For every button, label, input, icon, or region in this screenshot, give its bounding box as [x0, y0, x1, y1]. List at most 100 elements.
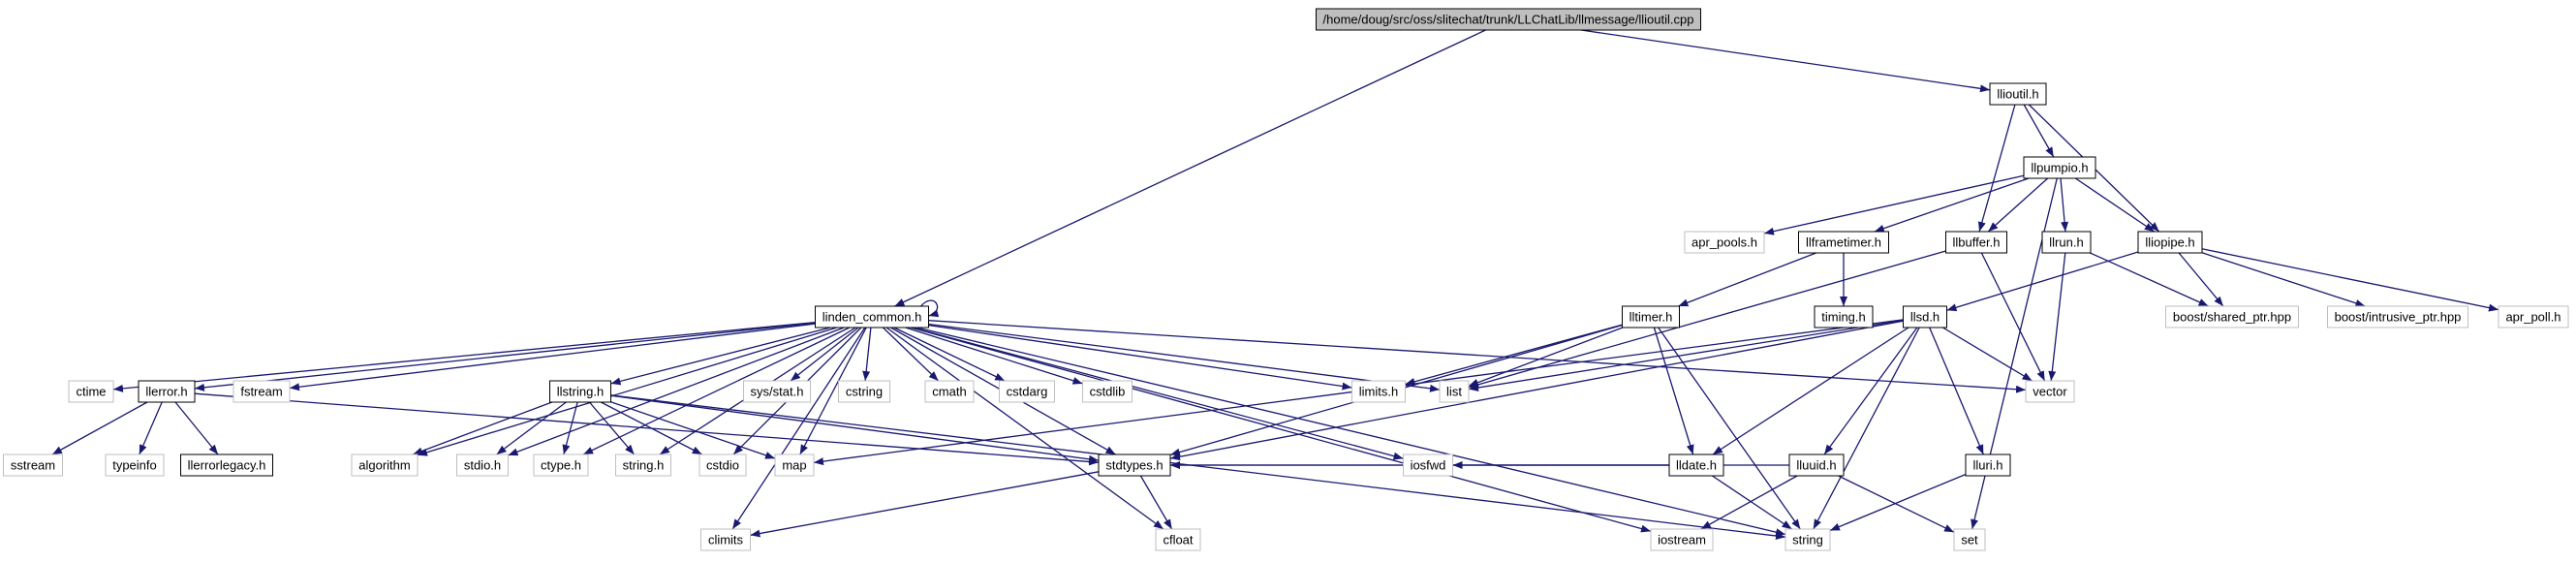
node-llerrorlegacy[interactable]: llerrorlegacy.h — [180, 454, 273, 477]
node-box — [700, 528, 751, 551]
node-stdtypes[interactable]: stdtypes.h — [1098, 454, 1171, 477]
node-sys_stat: sys/stat.h — [743, 380, 811, 403]
node-lluri[interactable]: lluri.h — [1965, 454, 2011, 477]
node-llbuffer[interactable]: llbuffer.h — [1945, 231, 2007, 254]
node-box — [1788, 454, 1845, 477]
node-root[interactable]: /home/doug/src/oss/slitechat/trunk/LLCha… — [1316, 8, 1701, 31]
edge-linden_common-to-fstream — [289, 323, 816, 391]
node-box — [1989, 82, 2047, 106]
edge-llpumpio-to-apr_pools — [1763, 174, 2025, 235]
node-box — [1903, 305, 1947, 328]
node-label: apr_poll.h — [2505, 310, 2560, 325]
node-label: iosfwd — [1411, 458, 1446, 473]
node-list: list — [1439, 380, 1470, 403]
node-lltimer[interactable]: lltimer.h — [1622, 305, 1680, 328]
node-box — [1945, 231, 2007, 254]
node-box — [1684, 231, 1765, 254]
edge-llrun-to-boost_shared — [2090, 252, 2209, 307]
node-label: cfloat — [1163, 533, 1193, 547]
node-label: lliopipe.h — [2145, 235, 2194, 250]
node-vector: vector — [2025, 380, 2075, 403]
node-label: /home/doug/src/oss/slitechat/trunk/LLCha… — [1323, 13, 1694, 27]
node-label: ctime — [76, 385, 106, 399]
node-llioutil[interactable]: llioutil.h — [1989, 82, 2047, 106]
node-label: sstream — [11, 458, 55, 473]
node-box — [1316, 8, 1701, 31]
edge-linden_common-to-list — [928, 323, 1441, 392]
node-box — [105, 454, 165, 477]
node-lliopipe[interactable]: lliopipe.h — [2137, 231, 2203, 254]
node-lldate[interactable]: lldate.h — [1668, 454, 1724, 477]
edge-linden_common-to-cfloat — [885, 327, 1164, 530]
node-llrun[interactable]: llrun.h — [2041, 231, 2092, 254]
edge-llstring-to-stdio — [496, 401, 567, 455]
node-cstdio: cstdio — [698, 454, 747, 477]
edge-linden_common-to-iosfwd — [912, 327, 1404, 460]
edge-llbuffer-to-list — [1468, 250, 1946, 389]
edge-llerror-to-llerrorlegacy — [174, 401, 219, 455]
node-llsd[interactable]: llsd.h — [1903, 305, 1947, 328]
node-box — [1650, 528, 1714, 551]
edge-root-to-linden_common — [894, 29, 1486, 307]
node-label: llstring.h — [557, 385, 604, 399]
node-label: llsd.h — [1910, 310, 1940, 325]
node-box — [2327, 305, 2468, 328]
node-label: ctype.h — [541, 458, 581, 473]
node-apr_poll: apr_poll.h — [2498, 305, 2569, 328]
node-label: list — [1446, 385, 1462, 399]
node-label: algorithm — [358, 458, 410, 473]
edge-linden_common-to-cmath — [882, 327, 940, 382]
node-label: sys/stat.h — [751, 385, 804, 399]
node-iostream: iostream — [1650, 528, 1714, 551]
edge-llrun-to-vector — [2048, 252, 2066, 382]
edge-linden_common-to-llstring — [610, 327, 831, 386]
node-box — [68, 380, 114, 403]
node-llerror[interactable]: llerror.h — [138, 380, 196, 403]
node-label: limits.h — [1359, 385, 1398, 399]
node-climits: climits — [700, 528, 751, 551]
node-ctype: ctype.h — [533, 454, 589, 477]
node-limits: limits.h — [1351, 380, 1406, 403]
node-box — [1798, 231, 1889, 254]
edge-linden_common-to-cstring — [862, 327, 872, 382]
edge-llstring-to-stdtypes — [610, 394, 1100, 463]
node-box — [2137, 231, 2203, 254]
node-llstring[interactable]: llstring.h — [549, 380, 611, 403]
edge-linden_common-to-algorithm — [417, 327, 837, 456]
node-box — [1622, 305, 1680, 328]
node-label: linden_common.h — [822, 310, 922, 325]
node-box — [924, 380, 975, 403]
nodes-layer: /home/doug/src/oss/slitechat/trunk/LLCha… — [3, 8, 2569, 551]
node-lluuid[interactable]: lluuid.h — [1788, 454, 1845, 477]
node-llframetimer[interactable]: llframetimer.h — [1798, 231, 1889, 254]
edge-llioutil-to-llbuffer — [1977, 104, 2016, 233]
node-label: llrun.h — [2049, 235, 2083, 250]
node-cfloat: cfloat — [1155, 528, 1201, 551]
node-boost_intrusive: boost/intrusive_ptr.hpp — [2327, 305, 2468, 328]
node-box — [838, 380, 890, 403]
node-linden_common[interactable]: linden_common.h — [815, 305, 929, 328]
node-box — [1403, 454, 1453, 477]
node-box — [1953, 528, 1986, 551]
node-string: string — [1785, 528, 1831, 551]
node-timing[interactable]: timing.h — [1814, 305, 1874, 328]
node-box — [1814, 305, 1874, 328]
edge-lliopipe-to-apr_poll — [2201, 248, 2499, 312]
node-label: cmath — [932, 385, 966, 399]
node-sstream: sstream — [3, 454, 63, 477]
node-box — [2041, 231, 2092, 254]
node-box — [138, 380, 196, 403]
edge-llstring-to-ctype — [562, 401, 578, 455]
edge-stdtypes-to-cfloat — [1139, 475, 1173, 530]
node-label: string.h — [623, 458, 665, 473]
edges-layer — [51, 29, 2499, 540]
node-label: map — [782, 458, 806, 473]
node-llpumpio[interactable]: llpumpio.h — [2023, 156, 2096, 179]
node-box — [1965, 454, 2011, 477]
edge-llsd-to-string — [1813, 327, 1920, 530]
edge-lluri-to-string — [1829, 473, 1967, 532]
node-box — [2025, 380, 2075, 403]
node-iosfwd: iosfwd — [1403, 454, 1453, 477]
edge-linden_common-to-ctype — [582, 327, 851, 455]
node-label: stdtypes.h — [1105, 458, 1163, 473]
